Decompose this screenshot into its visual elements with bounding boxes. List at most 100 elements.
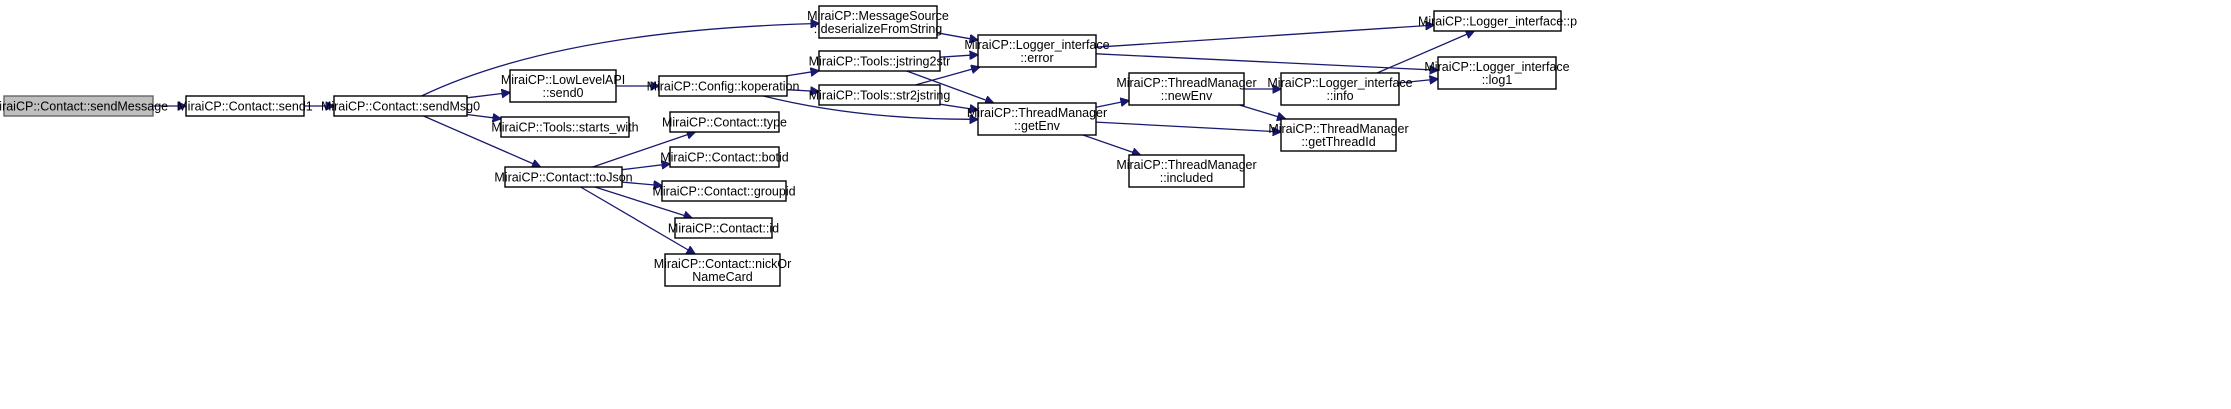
node-deserialize[interactable]: MiraiCP::MessageSource::deserializeFromS… [807,5,949,39]
node-box[interactable] [658,75,788,97]
node-label: MiraiCP::Config::koperation [647,80,800,94]
node-type[interactable]: MiraiCP::Contact::type [662,111,787,133]
node-newEnv[interactable]: MiraiCP::ThreadManager::newEnv [1116,72,1257,106]
node-jstring2str[interactable]: MiraiCP::Tools::jstring2str [809,50,951,72]
edge-getEnv-to-newEnv [1095,101,1129,108]
node-box[interactable] [1437,56,1557,90]
node-box[interactable] [504,166,623,188]
node-error[interactable]: MiraiCP::Logger_interface::error [964,34,1110,68]
node-label: MiraiCP::Tools::str2jstring [809,89,951,103]
edge-toJson-to-nick [580,186,696,254]
node-sendMsg0[interactable]: MiraiCP::Contact::sendMsg0 [321,95,480,117]
edge-jstring2str-to-error [939,55,978,58]
node-label: ::getEnv [1014,119,1061,133]
node-label: MiraiCP::Contact::sendMessage [0,100,168,114]
node-label: MiraiCP::Contact::toJson [494,171,632,185]
node-label: MiraiCP::Tools::jstring2str [809,55,951,69]
node-label: MiraiCP::Contact::groupid [652,185,795,199]
node-box[interactable] [977,34,1097,68]
edges-layer [153,24,1474,255]
node-box[interactable] [1128,154,1245,188]
edge-toJson-to-groupid [621,182,662,186]
node-label: MiraiCP::Contact::send1 [177,100,313,114]
edge-str2jstring-to-getEnv [939,103,978,110]
node-label: MiraiCP::LowLevelAPI [501,73,625,87]
node-label: MiraiCP::ThreadManager [1116,76,1256,90]
node-label: ::info [1326,89,1353,103]
edge-koperation-to-str2jstring [786,90,819,92]
node-label: MiraiCP::Contact::type [662,116,787,130]
node-label: NameCard [692,270,752,284]
node-label: ::getThreadId [1301,135,1375,149]
node-box[interactable] [500,116,630,138]
node-label: MiraiCP::ThreadManager [1116,158,1256,172]
node-label: MiraiCP::Contact::id [668,222,779,236]
node-starts_with[interactable]: MiraiCP::Tools::starts_with [491,116,639,138]
edge-toJson-to-id [594,186,692,218]
edge-koperation-to-getEnv [763,95,978,119]
edge-jstring2str-to-getEnv [906,70,994,103]
node-box[interactable] [818,5,938,39]
node-box[interactable] [977,102,1097,136]
node-box[interactable] [669,146,780,168]
node-label: ::log1 [1482,73,1513,87]
edge-getEnv-to-included [1082,134,1141,155]
node-getEnv[interactable]: MiraiCP::ThreadManager::getEnv [967,102,1107,136]
node-box[interactable] [1128,72,1245,106]
node-box[interactable] [661,180,787,202]
edge-getEnv-to-getThreadId [1095,121,1281,132]
node-box[interactable] [674,217,773,239]
node-label: MiraiCP::MessageSource [807,9,949,23]
node-label: ::error [1020,51,1053,65]
node-box[interactable] [1280,72,1400,106]
edge-sendMsg0-to-deserialize [421,24,820,97]
node-box[interactable] [3,95,154,117]
node-box[interactable] [1280,118,1397,152]
node-label: MiraiCP::Contact::nickOr [654,257,792,271]
node-label: MiraiCP::Logger_interface [1424,60,1569,74]
node-getThreadId[interactable]: MiraiCP::ThreadManager::getThreadId [1268,118,1409,152]
edge-deserialize-to-error [936,32,978,40]
node-botid[interactable]: MiraiCP::Contact::botid [660,146,789,168]
node-groupid[interactable]: MiraiCP::Contact::groupid [652,180,796,202]
node-llsend0[interactable]: MiraiCP::LowLevelAPI::send0 [501,69,625,103]
node-included[interactable]: MiraiCP::ThreadManager::included [1116,154,1257,188]
node-koperation[interactable]: MiraiCP::Config::koperation [647,75,800,97]
node-box[interactable] [185,95,305,117]
node-box[interactable] [818,84,941,106]
node-label: ::deserializeFromString [814,22,943,36]
edge-newEnv-to-getThreadId [1239,104,1285,119]
edge-str2jstring-to-error [915,67,979,86]
node-label: MiraiCP::ThreadManager [967,106,1107,120]
node-toJson[interactable]: MiraiCP::Contact::toJson [494,166,633,188]
node-label: ::newEnv [1161,89,1213,103]
edge-info-to-p [1376,31,1474,74]
node-p[interactable]: MiraiCP::Logger_interface::p [1418,10,1577,32]
node-info[interactable]: MiraiCP::Logger_interface::info [1267,72,1413,106]
edge-error-to-p [1095,25,1434,48]
node-label: MiraiCP::Contact::sendMsg0 [321,100,480,114]
node-label: MiraiCP::Logger_interface::p [1418,15,1577,29]
edge-toJson-to-botid [621,164,670,171]
node-label: ::send0 [542,86,583,100]
node-box[interactable] [669,111,780,133]
node-box[interactable] [664,253,781,287]
node-box[interactable] [1433,10,1562,32]
edge-sendMsg0-to-starts_with [466,115,501,119]
node-label: MiraiCP::Contact::botid [660,151,789,165]
node-label: ::included [1160,171,1214,185]
node-log1[interactable]: MiraiCP::Logger_interface::log1 [1424,56,1570,90]
node-box[interactable] [509,69,617,103]
node-box[interactable] [333,95,468,117]
node-label: MiraiCP::Logger_interface [964,38,1109,52]
node-label: MiraiCP::Tools::starts_with [491,121,638,135]
node-id[interactable]: MiraiCP::Contact::id [668,217,779,239]
node-box[interactable] [818,50,941,72]
node-send1[interactable]: MiraiCP::Contact::send1 [177,95,313,117]
node-sendMessage[interactable]: MiraiCP::Contact::sendMessage [0,95,168,117]
node-str2jstring[interactable]: MiraiCP::Tools::str2jstring [809,84,951,106]
edge-koperation-to-jstring2str [785,71,819,77]
